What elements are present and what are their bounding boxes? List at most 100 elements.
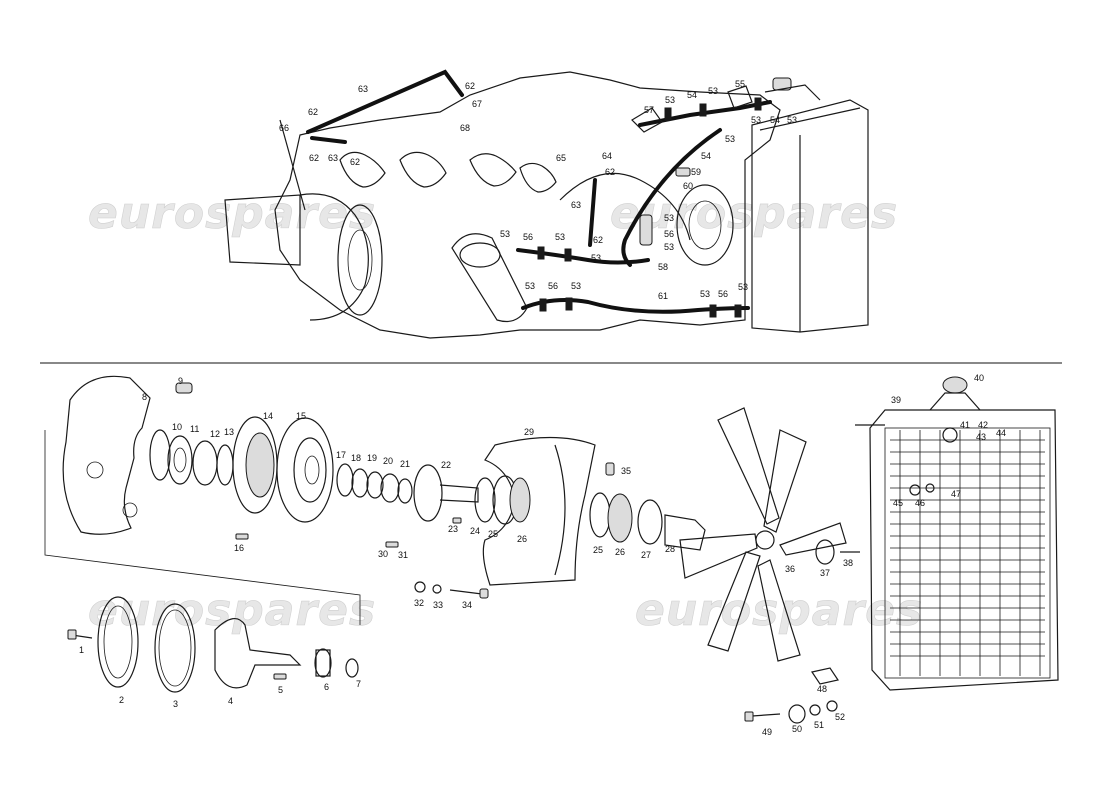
part-number: 62 xyxy=(593,235,603,245)
part-number: 43 xyxy=(976,432,986,442)
part-number: 52 xyxy=(835,712,845,722)
part-number: 53 xyxy=(571,281,581,291)
part-number: 62 xyxy=(309,153,319,163)
part-number: 36 xyxy=(785,564,795,574)
watermark-top-right: eurospares xyxy=(610,188,898,239)
part-number: 13 xyxy=(224,427,234,437)
coolant-hoses xyxy=(306,69,772,318)
part-number: 66 xyxy=(279,123,289,133)
cooling-fan xyxy=(679,407,860,662)
part-number: 17 xyxy=(336,450,346,460)
part-number: 53 xyxy=(700,289,710,299)
part-number: 35 xyxy=(621,466,631,476)
part-number: 8 xyxy=(142,392,147,402)
part-number: 54 xyxy=(770,115,780,125)
part-number: 53 xyxy=(591,253,601,263)
part-number: 53 xyxy=(500,229,510,239)
part-number: 60 xyxy=(683,181,693,191)
part-number: 1 xyxy=(79,645,84,655)
top-part-labels: 63 62 67 68 62 66 62 63 62 57 53 54 53 5… xyxy=(279,79,797,301)
part-number: 12 xyxy=(210,429,220,439)
part-number: 27 xyxy=(641,550,651,560)
part-number: 50 xyxy=(792,724,802,734)
part-number: 62 xyxy=(350,157,360,167)
part-number: 51 xyxy=(814,720,824,730)
part-number: 47 xyxy=(951,489,961,499)
part-number: 53 xyxy=(665,95,675,105)
part-number: 53 xyxy=(664,242,674,252)
part-number: 4 xyxy=(228,696,233,706)
part-number: 42 xyxy=(978,420,988,430)
part-number: 26 xyxy=(517,534,527,544)
part-number: 9 xyxy=(178,376,183,386)
part-number: 49 xyxy=(762,727,772,737)
part-number: 58 xyxy=(658,262,668,272)
part-number: 10 xyxy=(172,422,182,432)
part-number: 18 xyxy=(351,453,361,463)
water-pump-assembly xyxy=(44,375,479,625)
part-number: 20 xyxy=(383,456,393,466)
part-number: 48 xyxy=(817,684,827,694)
bottom-part-labels: 8 9 10 11 12 13 14 15 17 18 19 20 21 22 … xyxy=(79,373,1006,737)
part-number: 53 xyxy=(751,115,761,125)
part-number: 16 xyxy=(234,543,244,553)
part-number: 26 xyxy=(615,547,625,557)
part-number: 6 xyxy=(324,682,329,692)
part-number: 34 xyxy=(462,600,472,610)
part-number: 39 xyxy=(891,395,901,405)
part-number: 53 xyxy=(555,232,565,242)
watermark-bottom-left: eurospares xyxy=(88,585,376,636)
part-number: 67 xyxy=(472,99,482,109)
part-number: 46 xyxy=(915,498,925,508)
watermark-top-left: eurospares xyxy=(88,188,376,239)
part-number: 31 xyxy=(398,550,408,560)
part-number: 14 xyxy=(263,411,273,421)
part-number: 44 xyxy=(996,428,1006,438)
radiator-top xyxy=(751,77,869,333)
part-number: 53 xyxy=(787,115,797,125)
part-number: 65 xyxy=(556,153,566,163)
part-number: 56 xyxy=(523,232,533,242)
part-number: 68 xyxy=(460,123,470,133)
part-number: 38 xyxy=(843,558,853,568)
pump-body-parts xyxy=(67,596,359,693)
part-number: 25 xyxy=(593,545,603,555)
part-number: 59 xyxy=(691,167,701,177)
engine-assembly xyxy=(224,71,781,339)
part-number: 30 xyxy=(378,549,388,559)
part-number: 22 xyxy=(441,460,451,470)
part-number: 62 xyxy=(605,167,615,177)
part-number: 33 xyxy=(433,600,443,610)
part-number: 63 xyxy=(571,200,581,210)
part-number: 53 xyxy=(525,281,535,291)
part-number: 11 xyxy=(190,424,199,434)
part-number: 56 xyxy=(664,229,674,239)
radiator-core-lines xyxy=(890,430,1045,676)
part-number: 63 xyxy=(328,153,338,163)
part-number: 53 xyxy=(725,134,735,144)
part-number: 40 xyxy=(974,373,984,383)
part-number: 29 xyxy=(524,427,534,437)
part-number: 62 xyxy=(308,107,318,117)
part-number: 5 xyxy=(278,685,283,695)
part-number: 63 xyxy=(358,84,368,94)
part-number: 54 xyxy=(687,90,697,100)
part-number: 61 xyxy=(658,291,668,301)
part-number: 37 xyxy=(820,568,830,578)
part-number: 57 xyxy=(644,105,654,115)
part-number: 23 xyxy=(448,524,458,534)
part-number: 15 xyxy=(296,411,306,421)
part-number: 54 xyxy=(701,151,711,161)
part-number: 7 xyxy=(356,679,361,689)
part-number: 53 xyxy=(708,86,718,96)
part-number: 45 xyxy=(893,498,903,508)
part-number: 53 xyxy=(738,282,748,292)
part-number: 62 xyxy=(465,81,475,91)
part-number: 24 xyxy=(470,526,480,536)
part-number: 2 xyxy=(119,695,124,705)
part-number: 25 xyxy=(488,529,498,539)
fan-bracket-assembly xyxy=(414,436,706,599)
part-number: 21 xyxy=(400,459,410,469)
radiator-assembly xyxy=(744,376,1059,724)
